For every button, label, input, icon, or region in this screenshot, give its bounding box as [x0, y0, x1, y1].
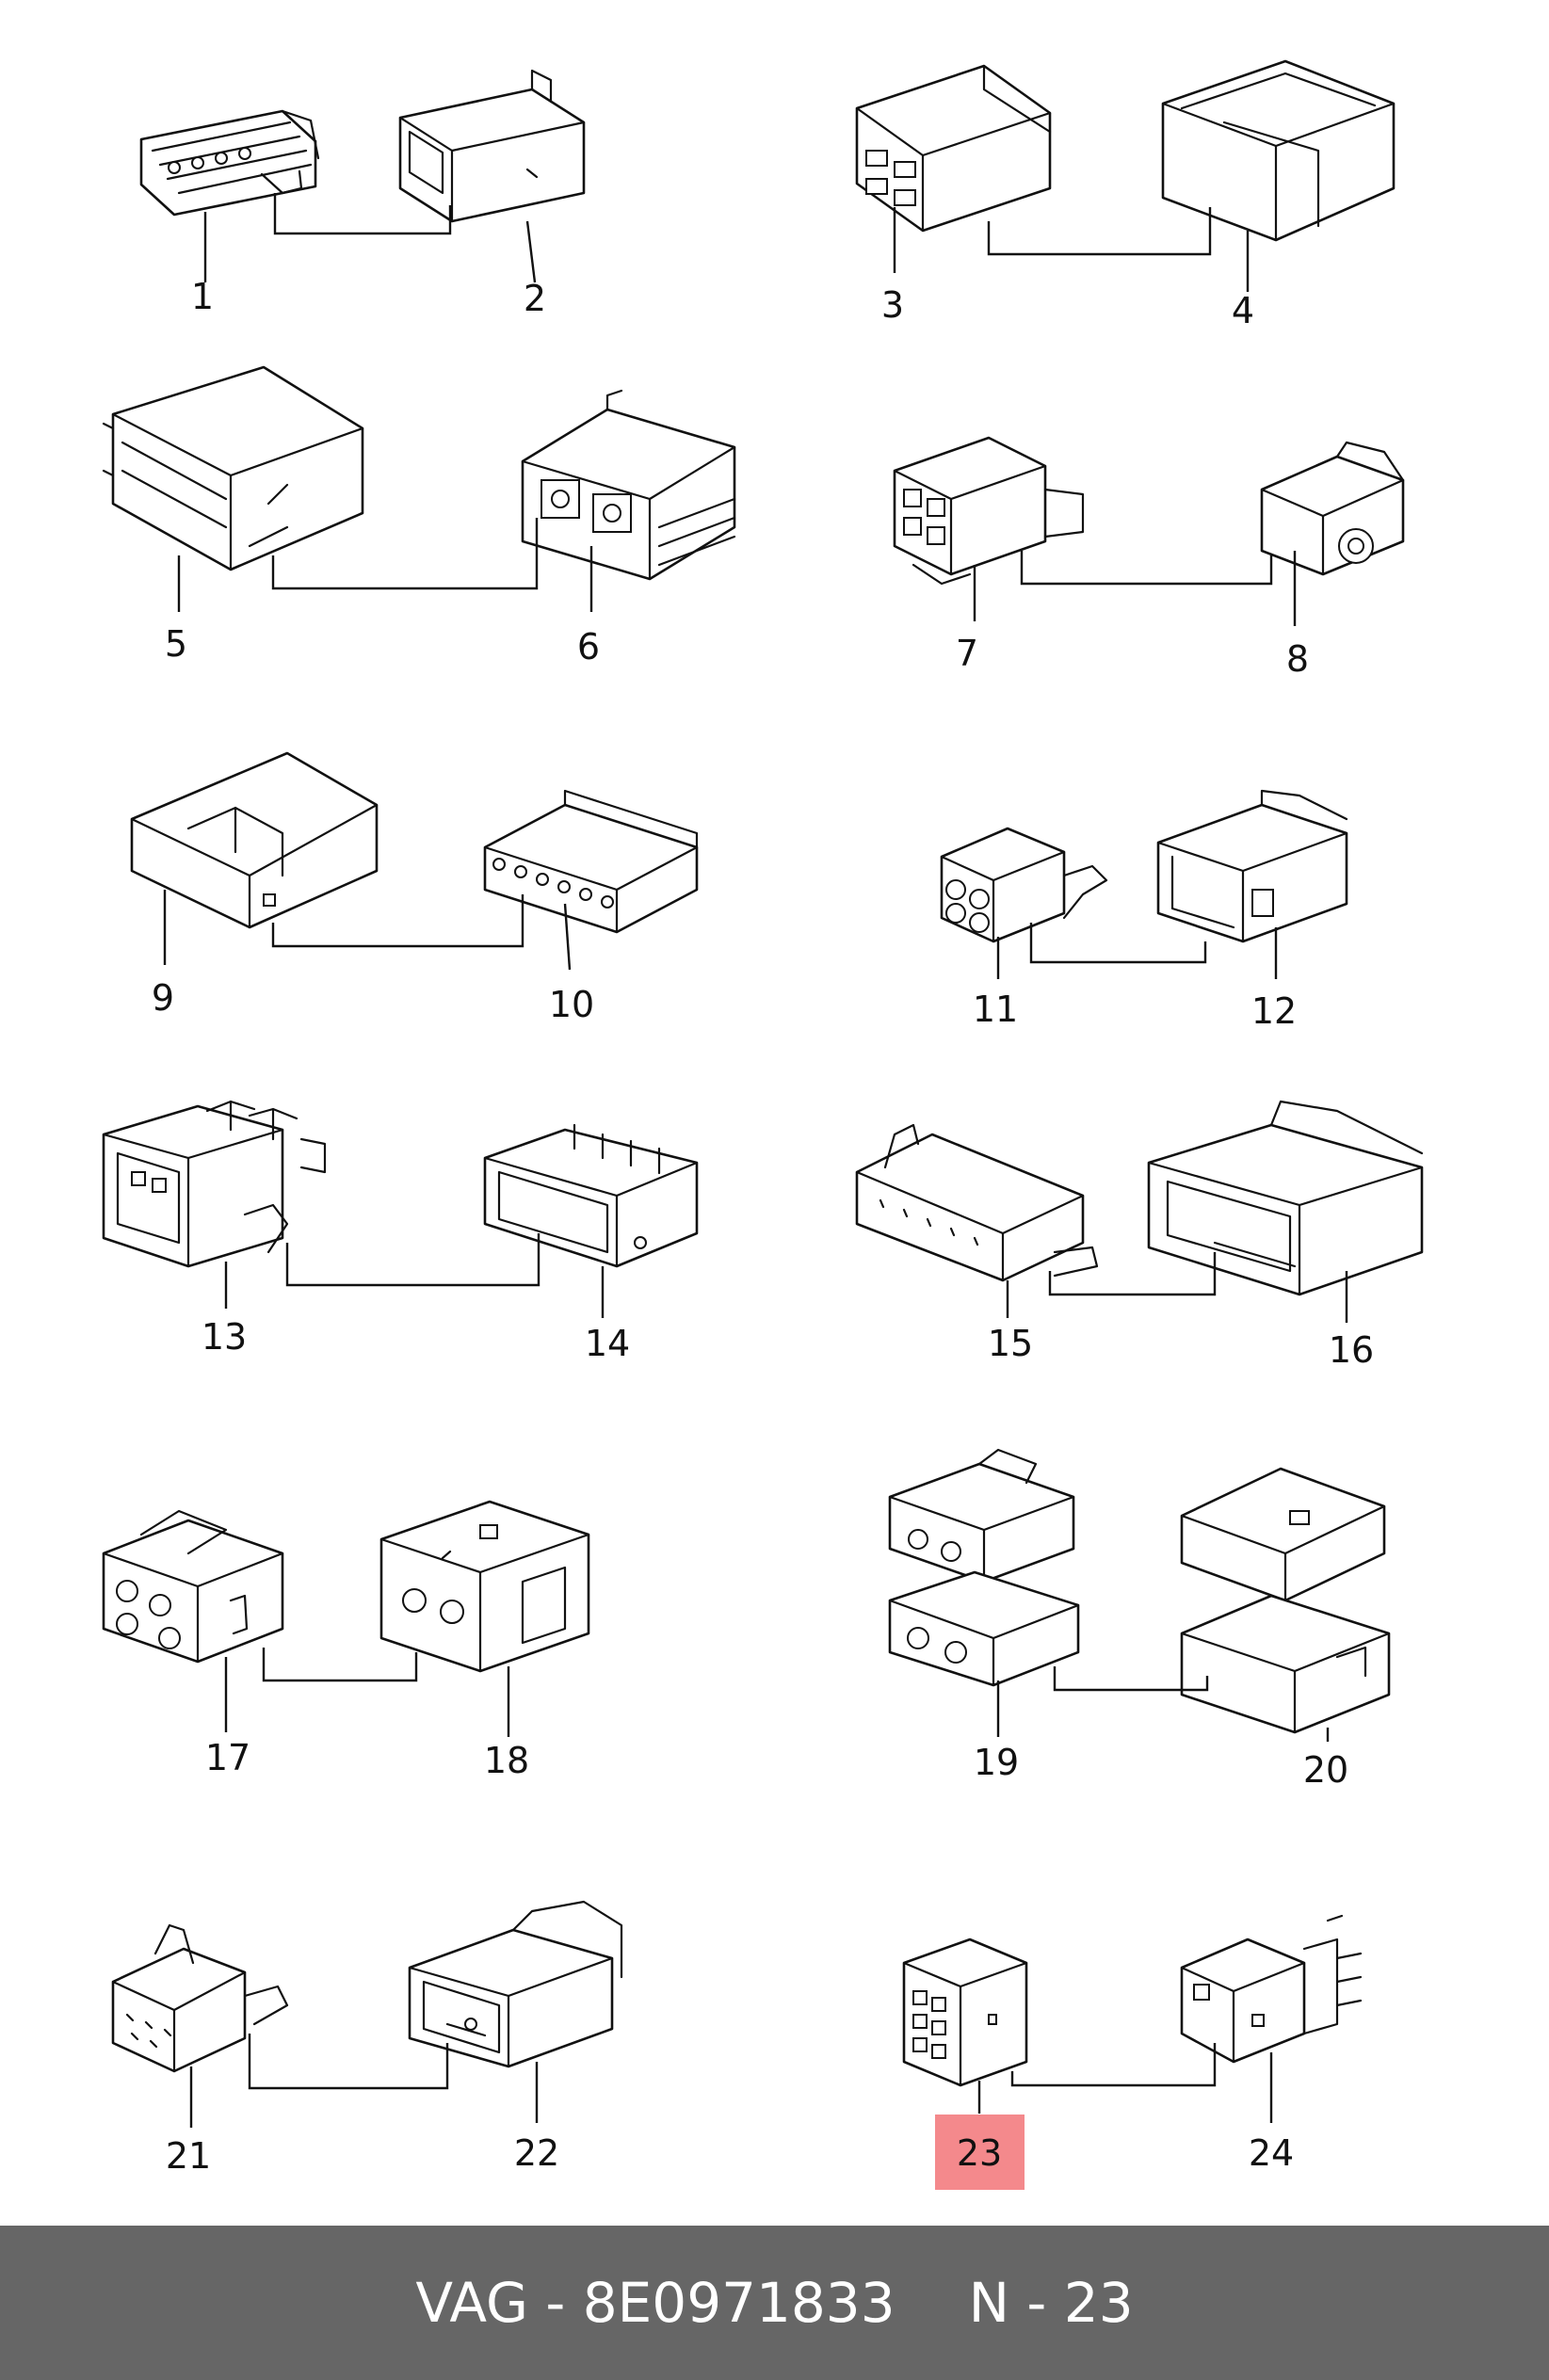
connector-diagram: 1 2 3 4 5 6 7 8 9 10 11 12 13 14 15 16 1… [102, 59, 1424, 2190]
callout-1: 1 [191, 276, 214, 317]
callout-16: 16 [1329, 1329, 1374, 1371]
connector-7-drawing [893, 436, 1085, 586]
connector-19-drawing [888, 1448, 1080, 1687]
callout-18: 18 [484, 1740, 529, 1781]
connector-23-drawing [902, 1938, 1028, 2087]
part-reference: VAG - 8E0971833 [415, 2271, 896, 2335]
connector-10-drawing [483, 789, 699, 934]
connector-5-drawing [102, 365, 364, 571]
callout-23-highlight [935, 2115, 1025, 2190]
connector-20-drawing [1180, 1467, 1391, 1734]
part-footer: VAG - 8E0971833 N - 23 [0, 2226, 1549, 2380]
callout-19: 19 [974, 1742, 1019, 1783]
connector-17-drawing [102, 1509, 284, 1664]
connector-6-drawing [521, 389, 736, 581]
connector-3-drawing [855, 64, 1052, 233]
connector-24-drawing [1180, 1914, 1363, 2064]
connector-12-drawing [1156, 789, 1348, 943]
connector-2-drawing [398, 69, 586, 223]
connector-4-drawing [1161, 59, 1396, 242]
callout-17: 17 [205, 1737, 250, 1778]
callout-2: 2 [524, 278, 546, 319]
connector-11-drawing [940, 827, 1108, 943]
connector-9-drawing [130, 751, 379, 929]
callout-15: 15 [988, 1323, 1033, 1364]
callout-5: 5 [165, 623, 187, 665]
callout-20: 20 [1303, 1749, 1348, 1791]
connector-21-drawing [111, 1923, 289, 2073]
connector-1-drawing [139, 109, 320, 217]
callout-13: 13 [202, 1316, 247, 1358]
callout-10: 10 [549, 984, 594, 1025]
callout-labels: 1 2 3 4 5 6 7 8 9 10 11 12 13 14 15 16 1… [152, 276, 1374, 2177]
callout-6: 6 [577, 626, 600, 667]
callout-12: 12 [1251, 990, 1297, 1032]
callout-22: 22 [514, 2132, 559, 2174]
callout-24: 24 [1249, 2132, 1294, 2174]
connector-15-drawing [855, 1123, 1099, 1282]
connector-18-drawing [379, 1500, 590, 1673]
callout-14: 14 [585, 1323, 630, 1364]
diagram-canvas: 1 2 3 4 5 6 7 8 9 10 11 12 13 14 15 16 1… [102, 59, 1424, 2190]
connector-22-drawing [408, 1900, 623, 2068]
leader-lines [163, 193, 1348, 2128]
callout-11: 11 [973, 989, 1018, 1030]
position-reference: N - 23 [968, 2271, 1134, 2335]
callout-23: 23 [957, 2132, 1002, 2174]
callout-7: 7 [956, 633, 978, 674]
connector-16-drawing [1147, 1100, 1424, 1296]
connector-13-drawing [102, 1100, 327, 1268]
callout-9: 9 [152, 977, 174, 1019]
callout-3: 3 [881, 284, 904, 326]
callout-8: 8 [1286, 638, 1309, 680]
callout-4: 4 [1232, 290, 1254, 331]
callout-21: 21 [166, 2135, 211, 2177]
connector-8-drawing [1260, 441, 1405, 576]
connector-14-drawing [483, 1123, 699, 1268]
